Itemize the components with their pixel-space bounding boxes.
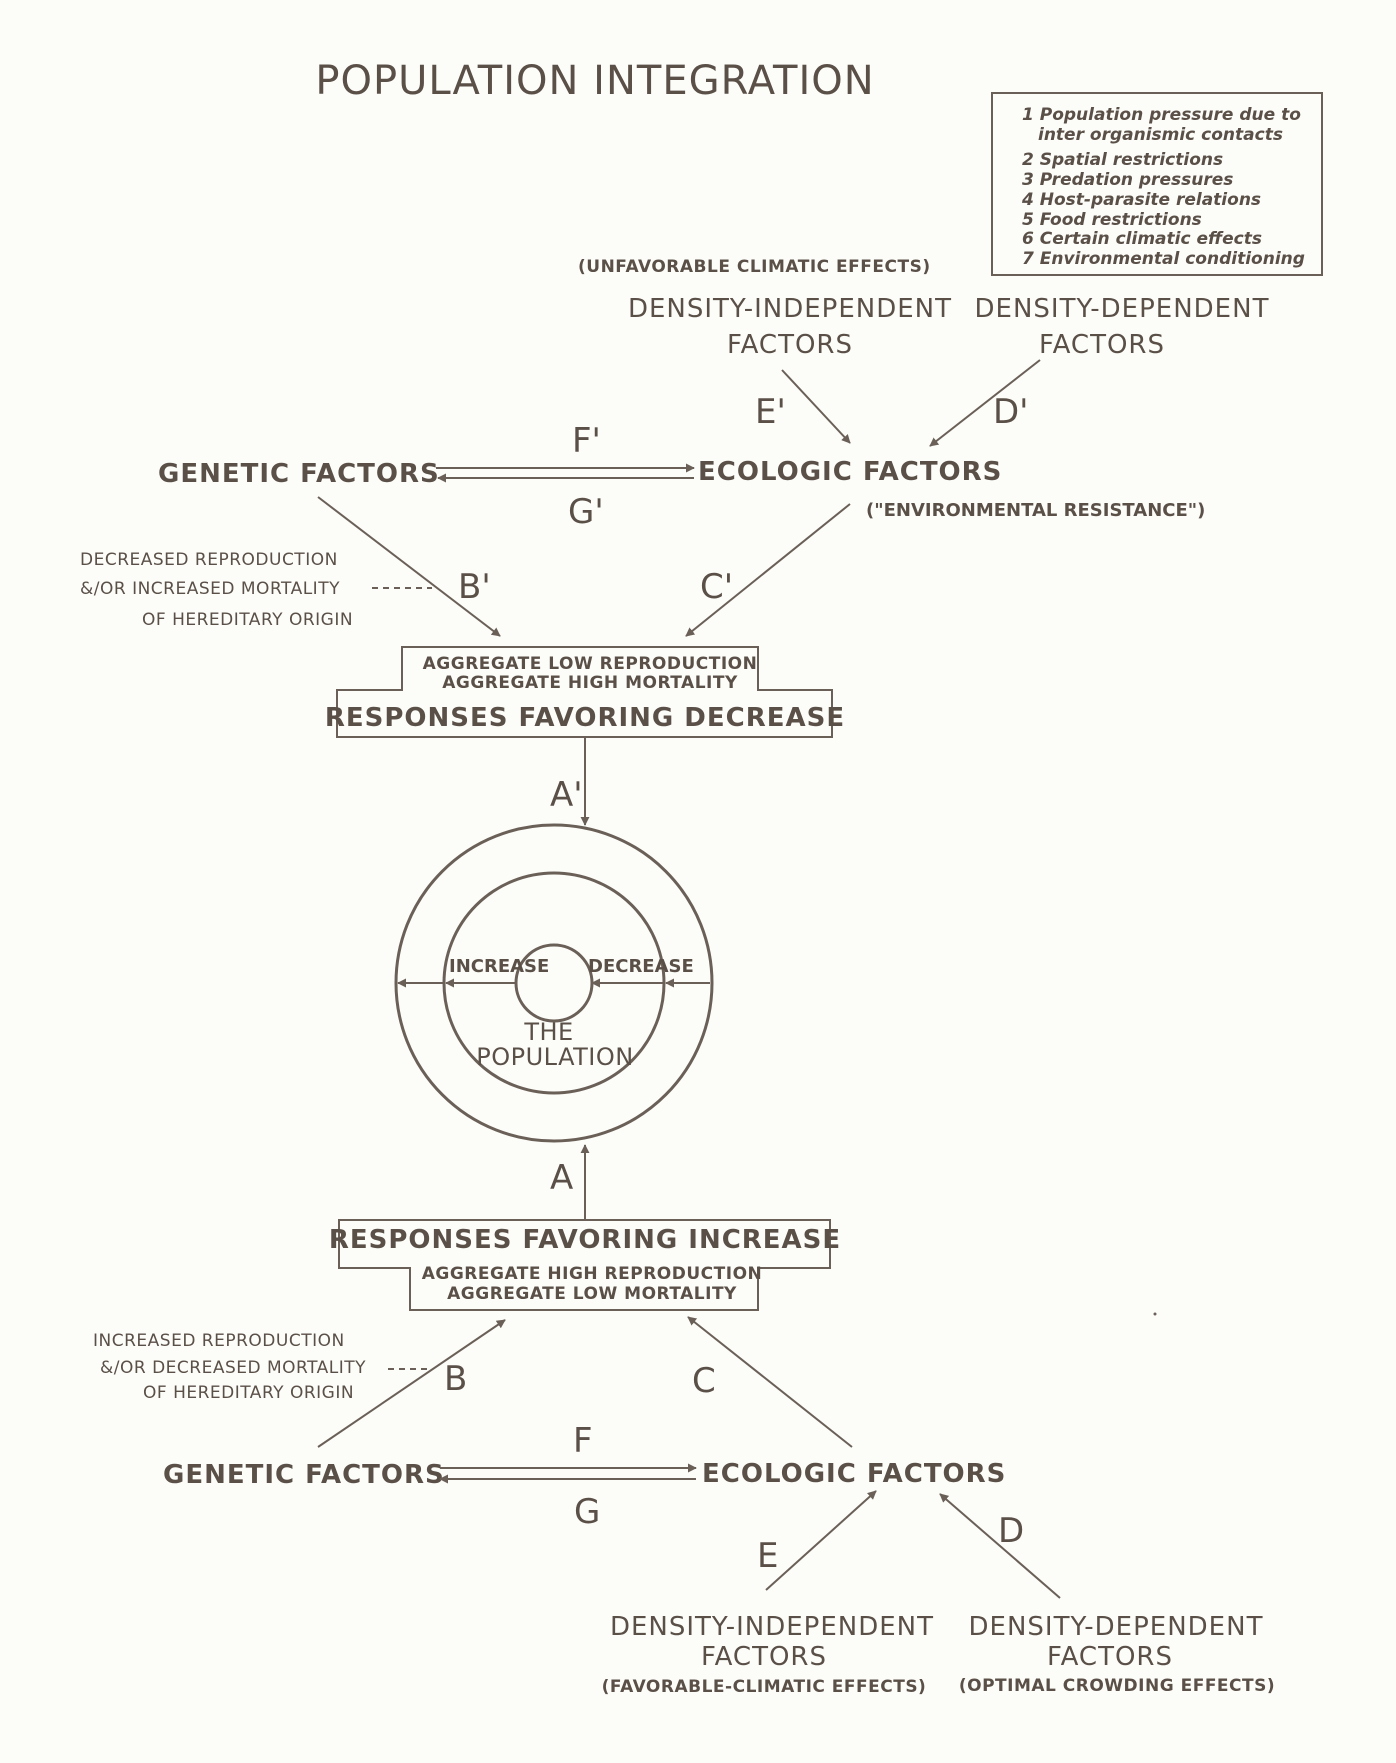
responses-increase-box [338, 1219, 831, 1311]
legend-item: 2 Spatial restrictions [1022, 150, 1223, 170]
legend-item: 1 Population pressure due to [1022, 105, 1301, 125]
diagram-title: POPULATION INTEGRATION [315, 58, 874, 104]
top-hereditary-note-line: OF HEREDITARY ORIGIN [142, 610, 353, 630]
speck [1153, 1312, 1157, 1316]
legend-item: 5 Food restrictions [1022, 210, 1202, 230]
label-f: F [573, 1421, 593, 1461]
unfavorable-climatic-note: (UNFAVORABLE CLIMATIC EFFECTS) [578, 257, 931, 277]
top-hereditary-note-line: &/OR INCREASED MORTALITY [80, 579, 340, 599]
top-density-independent-label: DENSITY-INDEPENDENT [628, 294, 952, 324]
bottom-density-dependent-factors-label: FACTORS [1047, 1642, 1173, 1672]
arrow-b [317, 1319, 506, 1448]
density-dependent-legend: 1 Population pressure due to inter organ… [991, 92, 1323, 276]
top-density-independent-factors-label: FACTORS [727, 330, 853, 360]
legend-item: 6 Certain climatic effects [1022, 229, 1262, 249]
bottom-ecologic-factors: ECOLOGIC FACTORS [702, 1459, 1006, 1489]
top-ecologic-factors: ECOLOGIC FACTORS [698, 457, 1002, 487]
aggregate-low-reproduction: AGGREGATE LOW REPRODUCTION [423, 654, 758, 674]
bottom-density-dependent-label: DENSITY-DEPENDENT [969, 1612, 1264, 1642]
outer-population-ring [394, 823, 714, 1143]
the-label: THE [523, 1018, 573, 1046]
responses-favoring-decrease: RESPONSES FAVORING DECREASE [325, 703, 845, 733]
label-e-prime: E' [755, 392, 786, 432]
top-hereditary-note-line: DECREASED REPRODUCTION [80, 550, 338, 570]
legend-item: 7 Environmental conditioning [1022, 249, 1305, 269]
favorable-climatic-note: (FAVORABLE-CLIMATIC EFFECTS) [602, 1677, 927, 1697]
legend-item: 4 Host-parasite relations [1021, 190, 1261, 210]
responses-favoring-increase: RESPONSES FAVORING INCREASE [329, 1225, 841, 1255]
top-genetic-factors: GENETIC FACTORS [158, 459, 440, 489]
decrease-label: DECREASE [588, 956, 694, 977]
optimal-crowding-note: (OPTIMAL CROWDING EFFECTS) [959, 1676, 1275, 1696]
legend-item: inter organismic contacts [1038, 125, 1283, 145]
label-b: B [444, 1359, 467, 1399]
aggregate-high-reproduction: AGGREGATE HIGH REPRODUCTION [422, 1264, 763, 1284]
arrow-c [687, 1316, 853, 1448]
bottom-genetic-factors: GENETIC FACTORS [163, 1460, 445, 1490]
label-d-prime: D' [993, 392, 1029, 432]
arrow-e-prime [781, 369, 851, 444]
environmental-resistance-note: ("ENVIRONMENTAL RESISTANCE") [866, 500, 1205, 521]
aggregate-low-mortality: AGGREGATE LOW MORTALITY [447, 1284, 737, 1304]
aggregate-high-mortality: AGGREGATE HIGH MORTALITY [442, 673, 738, 693]
label-c: C [692, 1361, 716, 1401]
top-density-dependent-factors-label: FACTORS [1039, 330, 1165, 360]
bottom-hereditary-note-line: &/OR DECREASED MORTALITY [100, 1358, 366, 1378]
bottom-density-independent-label: DENSITY-INDEPENDENT [610, 1612, 934, 1642]
arrow-e [765, 1490, 877, 1591]
bottom-hereditary-note-line: INCREASED REPRODUCTION [93, 1331, 345, 1351]
arrow-b-prime [317, 496, 501, 637]
label-a: A [550, 1158, 573, 1198]
label-b-prime: B' [458, 567, 491, 607]
top-density-dependent-label: DENSITY-DEPENDENT [975, 294, 1270, 324]
legend-box [991, 92, 1323, 276]
arrow-d [939, 1493, 1061, 1599]
arrow-c-prime [685, 503, 851, 637]
label-f-prime: F' [572, 421, 601, 461]
label-d: D [998, 1511, 1024, 1551]
label-e: E [757, 1536, 778, 1576]
population-circle: INCREASE DECREASE THE POPULATION [394, 823, 714, 1143]
increase-label: INCREASE [449, 956, 549, 977]
label-g-prime: G' [568, 492, 604, 532]
label-g: G [574, 1492, 600, 1532]
label-c-prime: C' [700, 567, 733, 607]
population-label: POPULATION [476, 1043, 633, 1071]
bottom-density-independent-factors-label: FACTORS [701, 1642, 827, 1672]
bottom-hereditary-note-line: OF HEREDITARY ORIGIN [143, 1383, 354, 1403]
legend-item: 3 Predation pressures [1022, 170, 1233, 190]
responses-decrease-box [336, 646, 833, 738]
arrow-d-prime [929, 359, 1041, 447]
label-a-prime: A' [550, 775, 583, 815]
